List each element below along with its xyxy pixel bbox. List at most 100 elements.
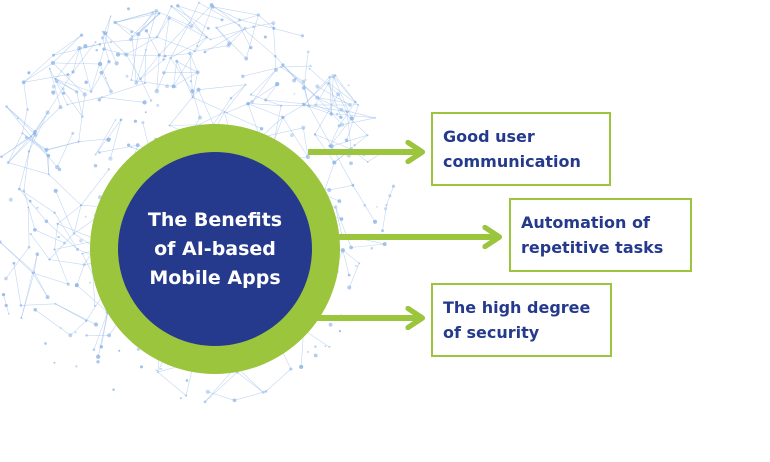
- globe-network-dot: [206, 26, 210, 30]
- globe-network-dot: [160, 367, 162, 370]
- globe-network-line: [239, 25, 276, 57]
- globe-network-line: [226, 103, 249, 113]
- globe-network-dot: [372, 219, 378, 224]
- globe-network-dot: [328, 75, 332, 79]
- globe-network-line: [273, 28, 303, 37]
- globe-network-dot: [136, 32, 141, 37]
- globe-network-dot: [71, 70, 75, 74]
- globe-network-dot: [250, 100, 255, 104]
- globe-network-dot: [347, 273, 351, 277]
- globe-network-line: [342, 117, 376, 125]
- globe-network-line: [265, 368, 292, 392]
- globe-network-line: [33, 272, 48, 298]
- globe-network-line: [170, 57, 193, 92]
- globe-network-line: [314, 134, 335, 163]
- globe-network-dot: [354, 100, 357, 104]
- globe-network-line: [317, 97, 359, 106]
- globe-network-line: [34, 112, 48, 134]
- globe-network-dot: [249, 93, 253, 96]
- globe-network-dot: [46, 153, 51, 158]
- globe-network-dot: [82, 92, 87, 97]
- globe-network-line: [239, 19, 274, 29]
- globe-network-dot: [94, 153, 97, 156]
- globe-network-line: [273, 23, 277, 70]
- globe-network-dot: [209, 38, 212, 41]
- globe-network-dot: [347, 84, 350, 87]
- globe-network-line: [234, 391, 267, 401]
- globe-network-dot: [83, 44, 88, 49]
- globe-network-dot: [130, 146, 133, 149]
- globe-network-dot: [12, 261, 16, 265]
- globe-network-line: [54, 212, 78, 250]
- globe-network-dot: [220, 18, 224, 22]
- globe-network-line: [351, 243, 385, 248]
- globe-network-dot: [141, 120, 145, 125]
- globe-network-dot: [54, 79, 59, 83]
- globe-network-line: [210, 26, 254, 40]
- globe-network-dot: [8, 197, 13, 202]
- globe-network-dot: [156, 371, 159, 373]
- globe-network-dot: [19, 304, 23, 307]
- globe-network-dot: [196, 44, 199, 47]
- globe-network-dot: [226, 43, 231, 48]
- globe-network-line: [7, 132, 23, 163]
- globe-network-line: [282, 117, 309, 158]
- globe-network-line: [247, 103, 284, 118]
- globe-network-dot: [92, 348, 96, 351]
- globe-network-line: [115, 12, 160, 23]
- globe-network-dot: [264, 390, 268, 393]
- globe-network-dot: [61, 91, 66, 95]
- globe-network-line: [275, 56, 296, 79]
- globe-network-line: [280, 66, 304, 82]
- globe-network-line: [335, 75, 356, 103]
- globe-network-line: [250, 69, 277, 95]
- globe-network-dot: [98, 43, 102, 46]
- globe-network-dot: [1, 292, 6, 297]
- globe-network-line: [170, 22, 190, 59]
- globe-network-dot: [85, 319, 88, 322]
- globe-network-dot: [370, 247, 374, 250]
- globe-network-dot: [27, 150, 31, 153]
- globe-network-line: [70, 320, 87, 336]
- benefit-label: The high degree of security: [443, 298, 591, 342]
- globe-network-line: [52, 62, 101, 65]
- globe-network-line: [168, 17, 211, 40]
- globe-network-dot: [21, 80, 26, 85]
- globe-network-dot: [113, 20, 117, 25]
- globe-network-dot: [93, 163, 98, 168]
- globe-network-line: [1, 133, 35, 157]
- globe-network-dot: [100, 36, 105, 40]
- globe-network-dot: [358, 262, 361, 265]
- globe-network-dot: [314, 103, 318, 107]
- globe-network-dot: [271, 21, 276, 26]
- globe-network-line: [30, 136, 58, 168]
- globe-network-line: [6, 106, 36, 133]
- globe-network-line: [295, 78, 318, 98]
- globe-network-dot: [299, 364, 304, 369]
- globe-network-dot: [21, 132, 24, 134]
- globe-network-dot: [156, 103, 160, 107]
- globe-network-dot: [302, 102, 305, 105]
- globe-network-line: [303, 127, 309, 158]
- globe-network-dot: [89, 90, 93, 94]
- globe-network-dot: [279, 104, 283, 107]
- globe-network-line: [265, 83, 278, 101]
- globe-network-dot: [57, 235, 60, 239]
- globe-network-dot: [328, 345, 331, 349]
- globe-network-line: [282, 64, 318, 98]
- globe-network-line: [21, 272, 35, 318]
- globe-network-dot: [324, 345, 327, 348]
- globe-network-line: [101, 72, 112, 92]
- globe-network-dot: [109, 15, 112, 17]
- globe-network-dot: [305, 154, 311, 160]
- globe-network-line: [110, 119, 122, 159]
- globe-network-line: [253, 22, 274, 27]
- globe-network-line: [303, 75, 334, 105]
- globe-network-line: [265, 99, 304, 105]
- globe-network-line: [78, 138, 111, 142]
- globe-network-line: [78, 94, 86, 142]
- globe-network-dot: [99, 70, 104, 75]
- globe-network-dot: [53, 361, 56, 364]
- globe-network-dot: [129, 37, 133, 42]
